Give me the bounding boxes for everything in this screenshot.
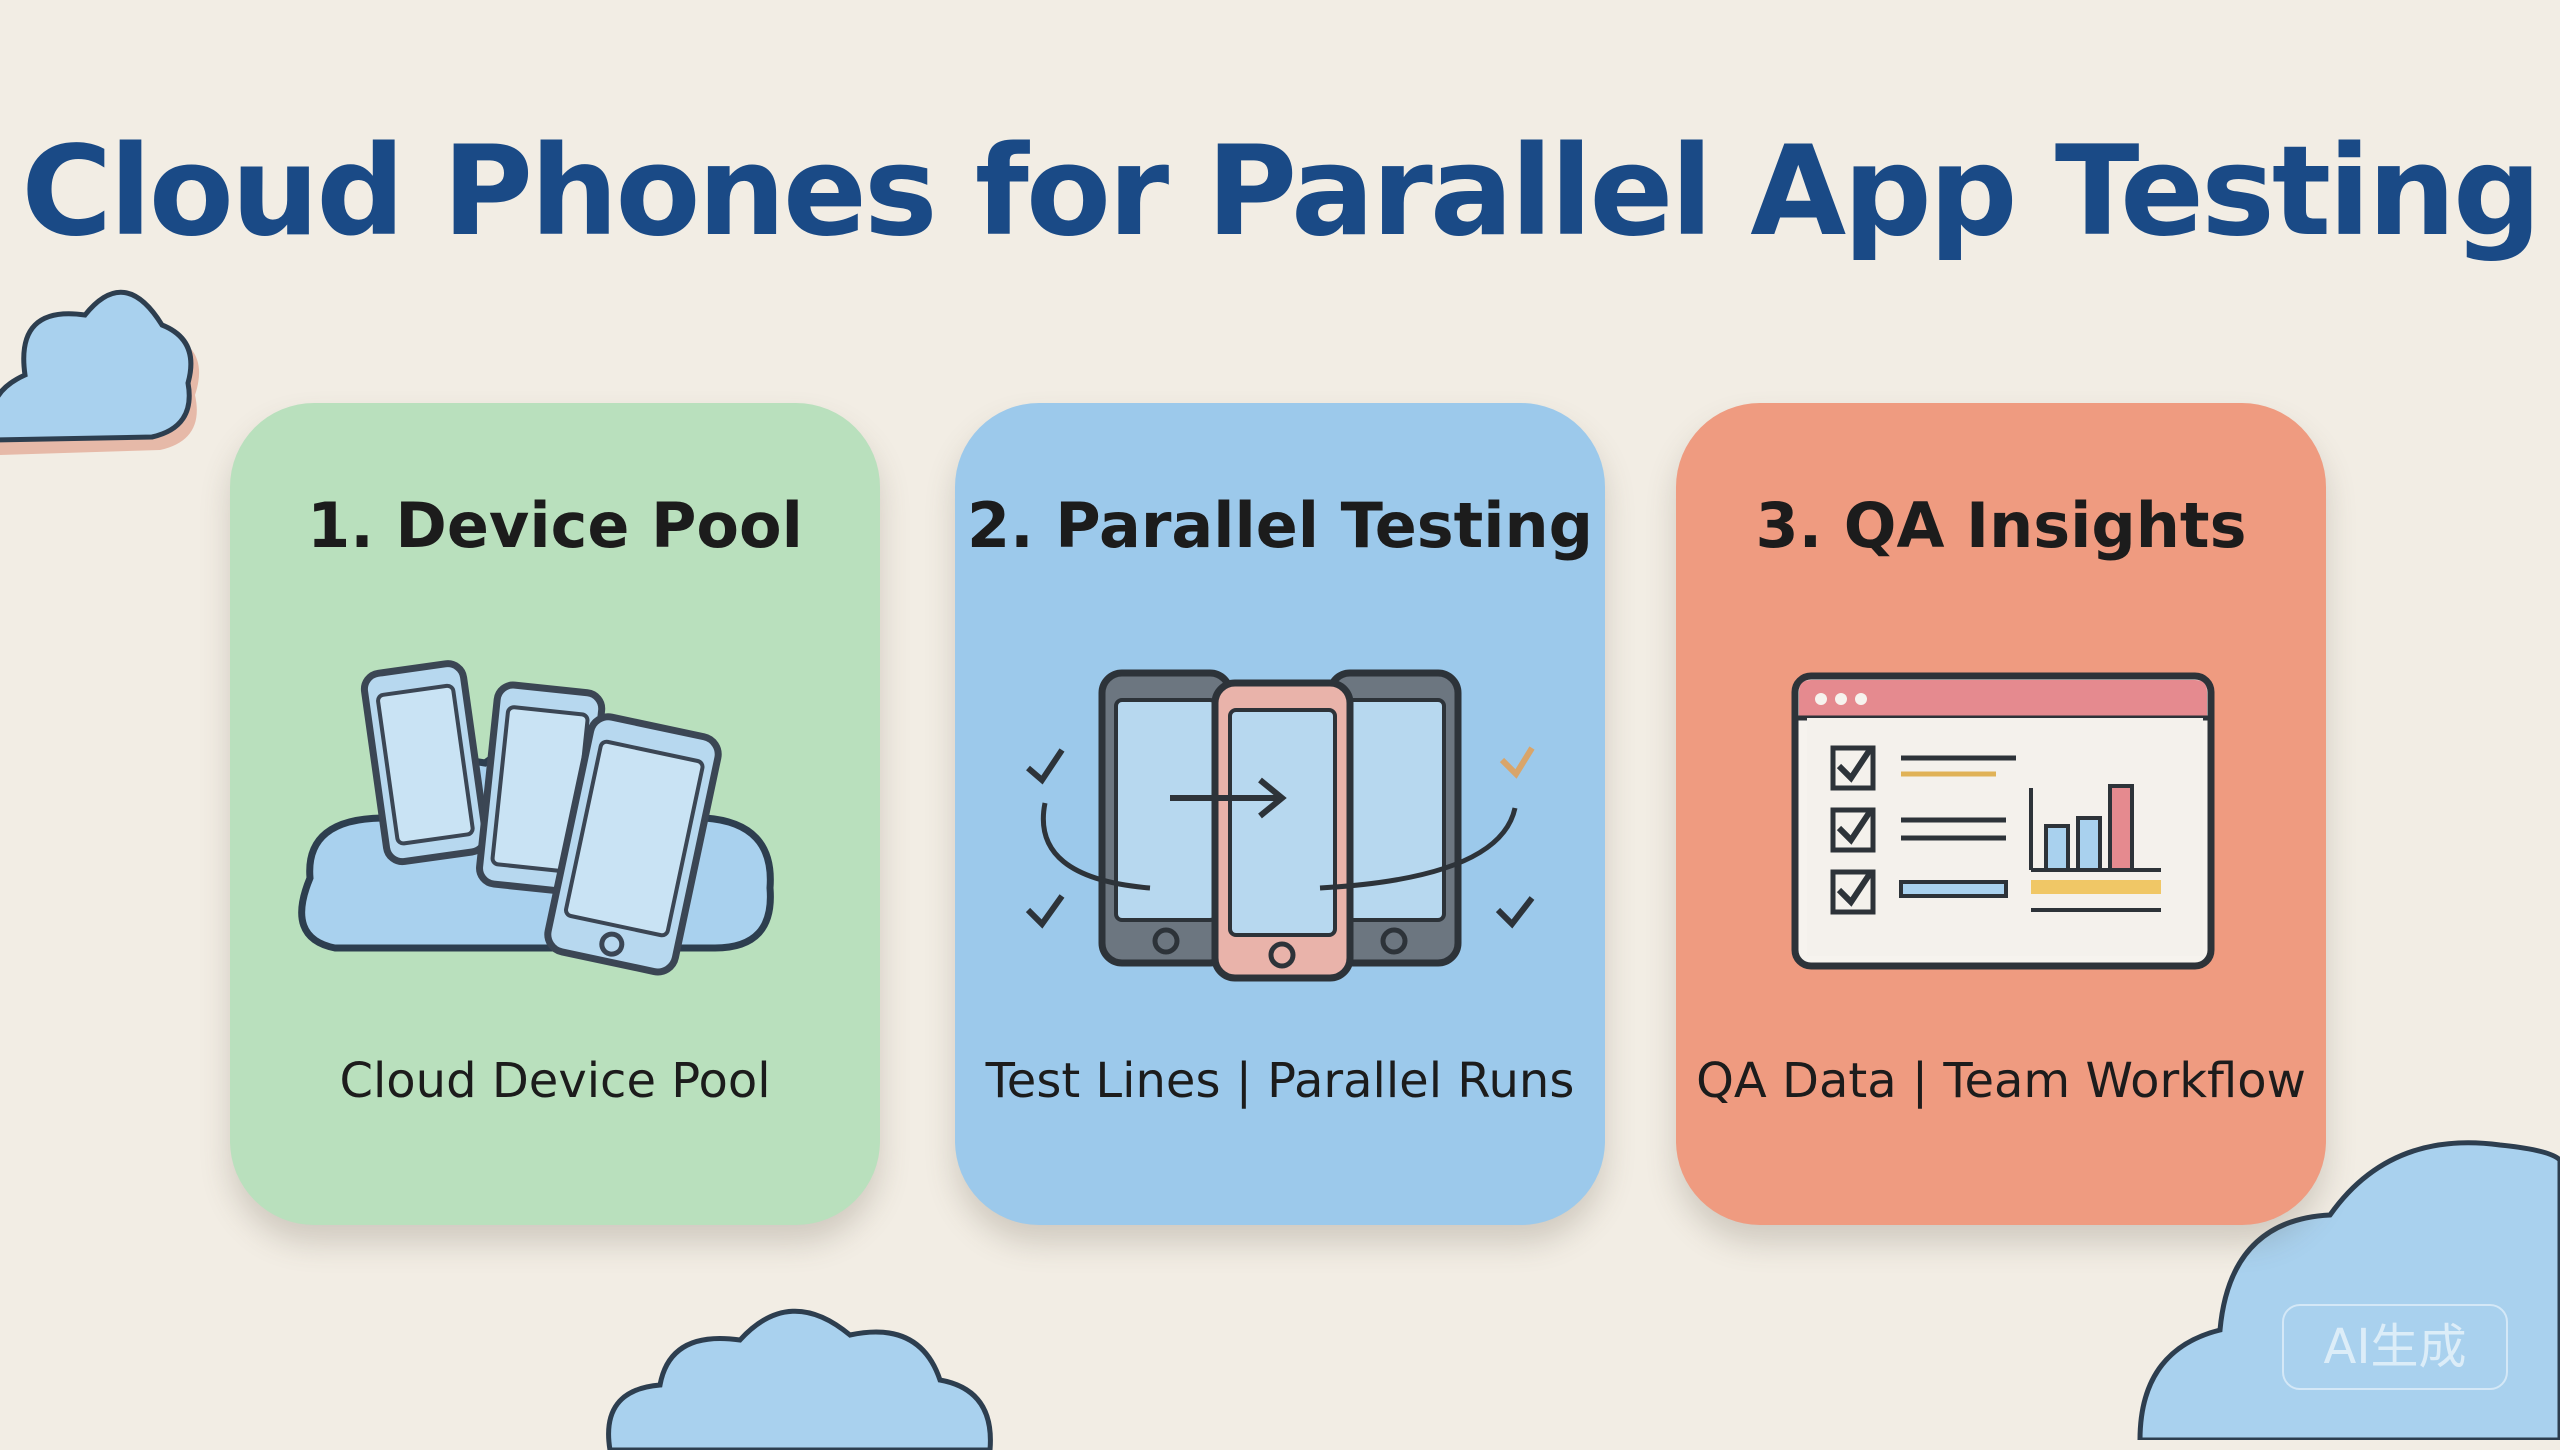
qa-insights-card: 3. QA Insights QA Data | Team Workflow [1676, 403, 2326, 1225]
cloud-bottom-center-icon [606, 1308, 993, 1450]
device-pool-card: 1. Device Pool Cloud Device Pool [230, 403, 880, 1225]
page-title: Cloud Phones for Parallel App Testing [21, 120, 2541, 264]
card-heading: 1. Device Pool [307, 489, 803, 562]
card-caption: QA Data | Team Workflow [1696, 1053, 2306, 1109]
cloud-bottom-right-icon [2137, 1140, 2560, 1440]
watermark-label: AI生成 [2282, 1304, 2508, 1390]
card-caption: Cloud Device Pool [339, 1053, 771, 1109]
parallel-phones-icon [1025, 669, 1535, 982]
qa-dashboard-icon [1791, 672, 2215, 970]
card-heading: 2. Parallel Testing [966, 489, 1594, 562]
parallel-testing-card: 2. Parallel Testing Test Lines | Paralle… [955, 403, 1605, 1225]
cloud-phones-icon [298, 660, 774, 976]
card-heading: 3. QA Insights [1755, 489, 2247, 562]
card-caption: Test Lines | Parallel Runs [985, 1053, 1575, 1109]
cloud-top-left-icon [0, 289, 200, 455]
